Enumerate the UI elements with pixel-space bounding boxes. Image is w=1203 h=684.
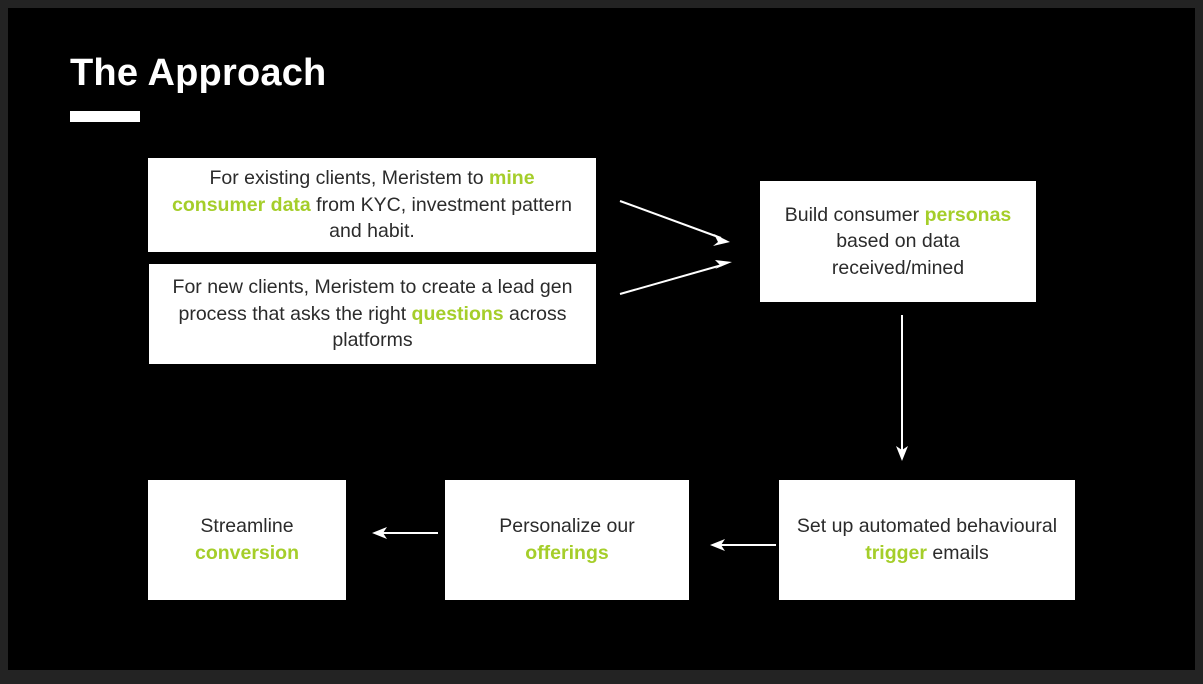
flow-box-build-personas[interactable]: Build consumer personas based on data re… [760,181,1036,302]
highlight-questions: questions [411,302,504,325]
flow-box-personalize-offerings[interactable]: Personalize our offerings [445,480,689,600]
arrow-personas-to-trigger-emails-icon [896,315,908,461]
text-segment: For existing clients, Meristem to [209,167,490,190]
highlight-offerings: offerings [525,542,609,564]
text-segment: from KYC, investment pattern and habit. [310,193,572,243]
flow-box-trigger-emails[interactable]: Set up automated behavioural trigger ema… [779,480,1075,600]
arrow-personalize-to-streamline-icon [372,527,438,539]
title-block: The Approach [70,52,327,122]
title-underline-rule [70,110,140,122]
slide-canvas: The Approach For existing clients, Meris… [8,8,1195,670]
flow-box-streamline-conversion[interactable]: Streamline conversion [148,480,346,600]
text-segment: Set up automated behavioural [796,515,1058,538]
highlight-conversion: conversion [194,542,300,564]
text-segment: based on data received/mined [831,230,965,279]
text-segment: across platforms [332,302,567,352]
arrow-existing-clients-to-personas-icon [619,200,730,246]
text-segment: emails [926,542,989,564]
text-segment: For new clients, Meristem to create a le… [172,276,573,325]
flow-box-personalize-offerings-text: Personalize our offerings [445,513,689,566]
highlight-personas: personas [924,203,1012,226]
text-segment: Build consumer [784,203,925,226]
highlight-mine-consumer-data: mine consumer data [172,167,535,216]
page-title: The Approach [70,52,327,94]
text-segment: Streamline [200,515,294,538]
highlight-trigger: trigger [865,542,927,564]
flow-box-streamline-conversion-text: Streamline conversion [148,513,346,566]
arrow-new-clients-to-personas-icon [619,260,732,295]
arrow-trigger-emails-to-personalize-icon [710,539,776,551]
flow-box-new-clients-text: For new clients, Meristem to create a le… [149,274,596,354]
flow-box-build-personas-text: Build consumer personas based on data re… [760,202,1036,282]
flow-box-existing-clients-text: For existing clients, Meristem to mine c… [148,165,596,245]
flow-box-trigger-emails-text: Set up automated behavioural trigger ema… [779,513,1075,566]
text-segment: Personalize our [499,515,635,538]
flow-box-existing-clients[interactable]: For existing clients, Meristem to mine c… [148,158,596,252]
flow-box-new-clients[interactable]: For new clients, Meristem to create a le… [149,264,596,364]
